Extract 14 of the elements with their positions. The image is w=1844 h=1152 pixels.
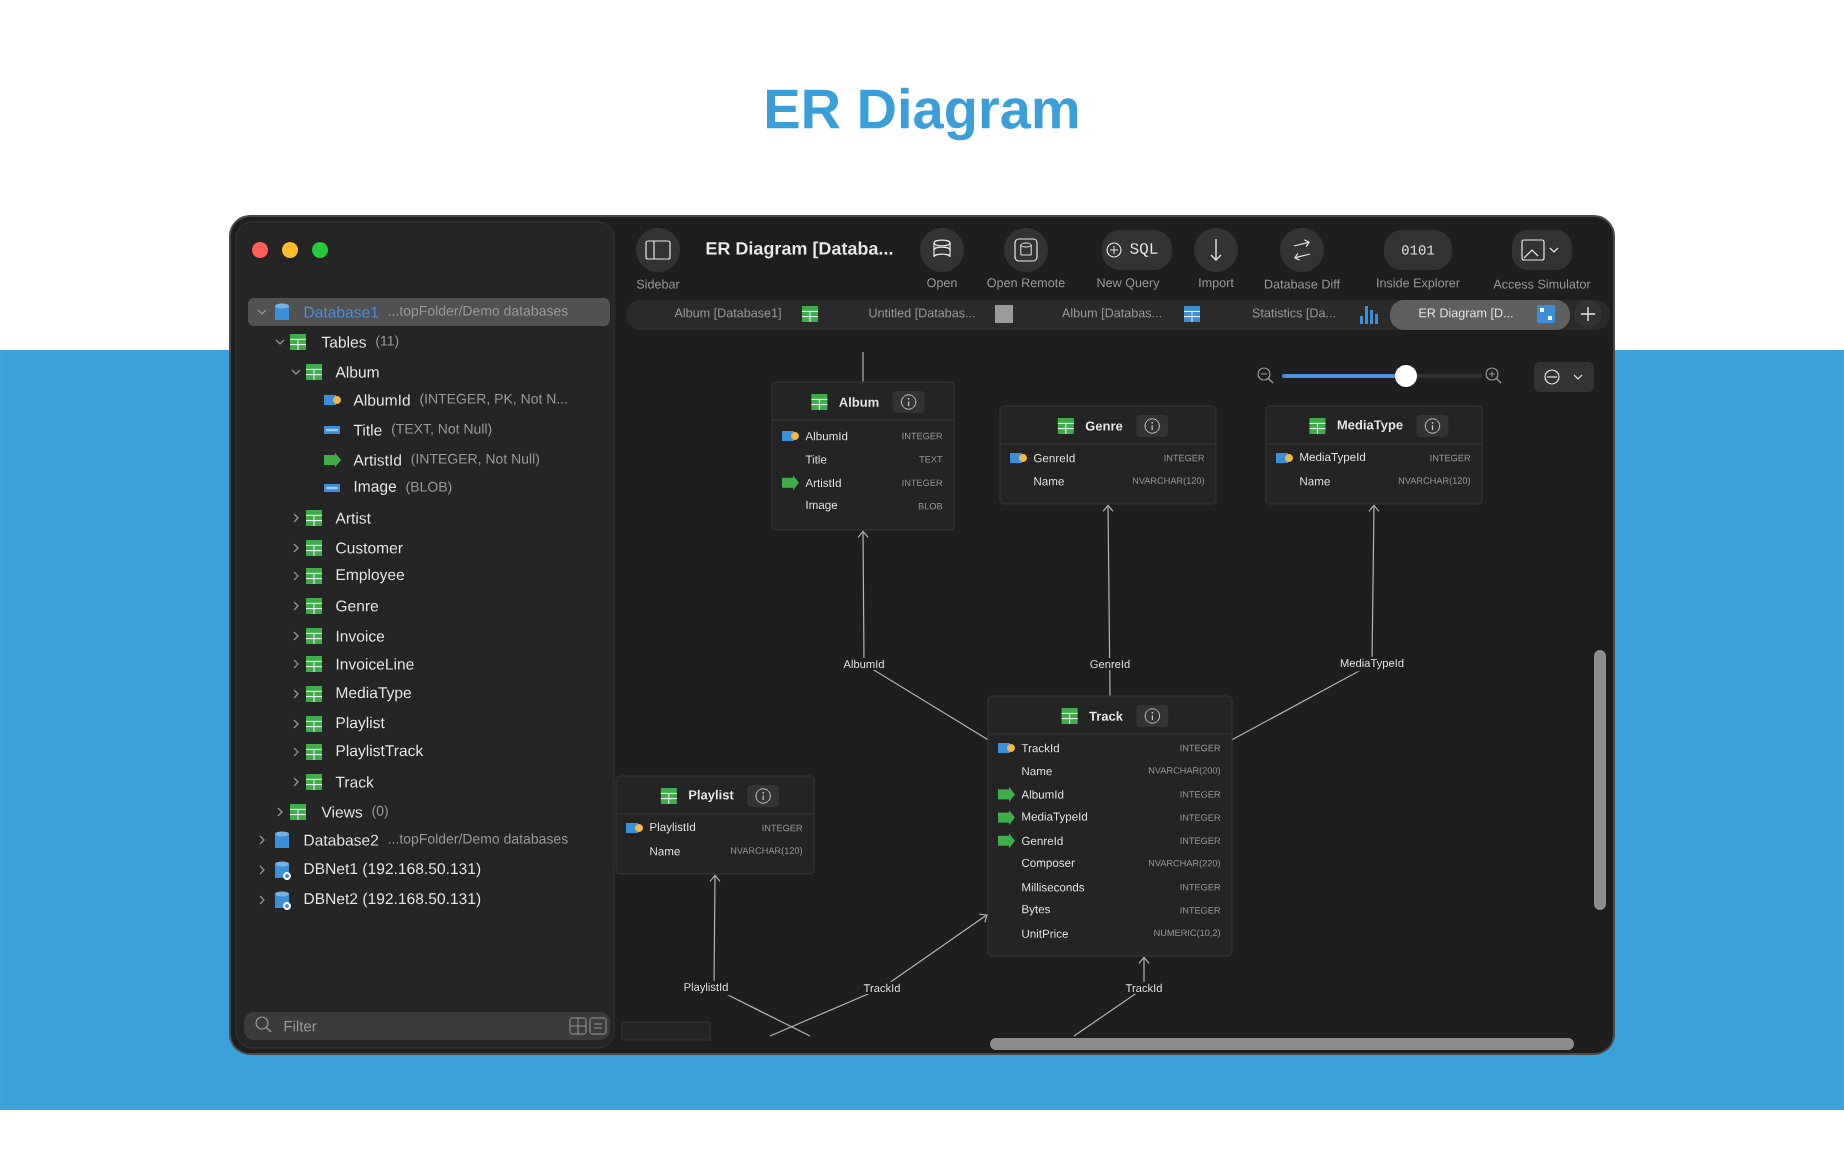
table-card <box>1265 405 1483 505</box>
relationship-arrow <box>709 874 811 1037</box>
relationship-arrow <box>1231 504 1380 741</box>
window-title: ER Diagram [Databa... <box>706 241 893 259</box>
page-title: ER Diagram <box>767 87 1078 141</box>
table-card <box>987 695 1233 957</box>
sql-button: SQL <box>1102 230 1172 270</box>
relationship-arrow <box>1102 504 1114 697</box>
relationship-arrow <box>1073 956 1150 1037</box>
table-card <box>999 405 1217 505</box>
table-card <box>615 775 815 875</box>
table-card <box>771 381 955 531</box>
relationship-arrow <box>857 530 989 741</box>
relationship-arrow <box>769 913 988 1037</box>
